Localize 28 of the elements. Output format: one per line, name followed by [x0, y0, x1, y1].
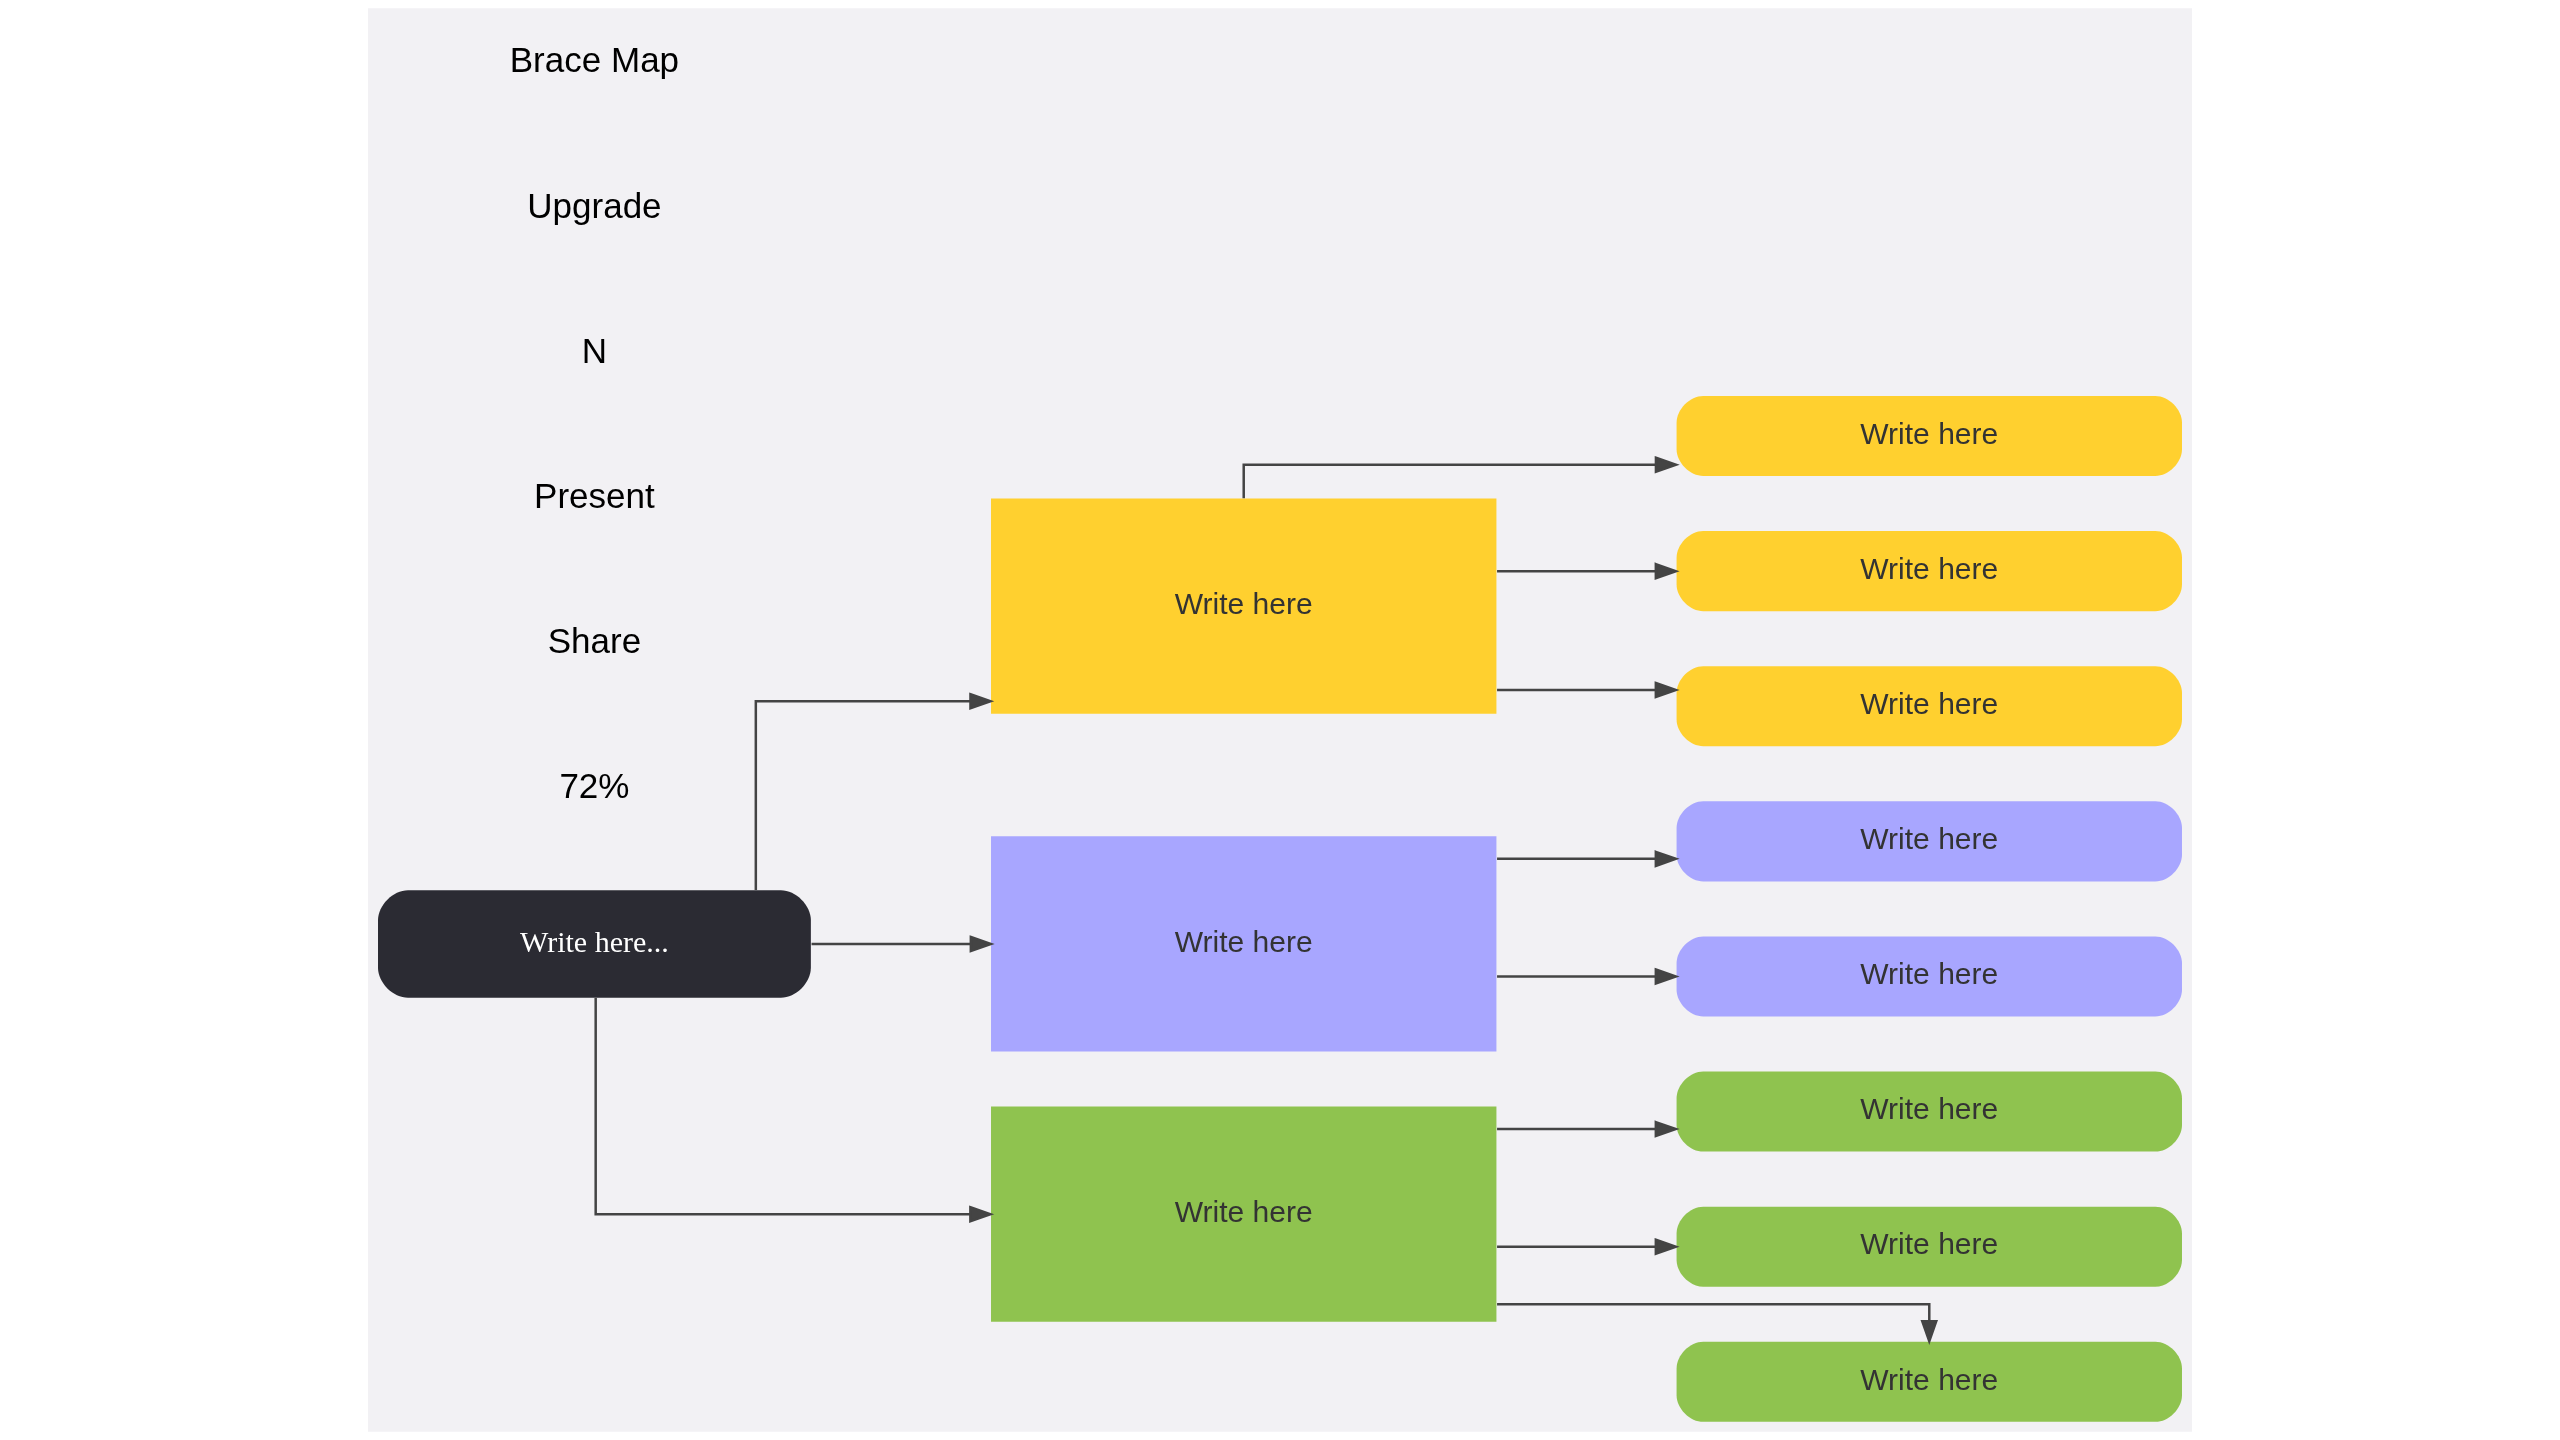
arrow [1497, 1303, 1939, 1345]
label: Brace Map [509, 40, 680, 80]
node-box: Write here [991, 836, 1497, 1052]
node-box: Write here... [378, 890, 811, 998]
node-box: Write here [1676, 531, 2182, 612]
arrow [594, 998, 995, 1223]
arrow [1497, 967, 1680, 986]
node-box: Write here [1676, 936, 2182, 1017]
node-box: Write here [1676, 801, 2182, 882]
arrow [1497, 850, 1680, 868]
label: 72% [559, 766, 630, 806]
label: Share [547, 620, 642, 660]
arrow [1497, 681, 1680, 699]
arrow [811, 935, 995, 953]
label: Present [534, 475, 655, 515]
label: N [581, 330, 608, 370]
arrow [1497, 1120, 1680, 1138]
arrow [754, 692, 995, 891]
arrow [1497, 562, 1680, 580]
node-box: Write here [1676, 1206, 2182, 1287]
node-box: Write here [1676, 1341, 2182, 1422]
node-box: Write here [1676, 666, 2182, 747]
node-box: Write here [991, 1106, 1497, 1322]
arrow [1497, 1237, 1680, 1256]
label: Upgrade [527, 185, 662, 225]
node-box: Write here [1676, 1071, 2182, 1152]
node-box: Write here [1676, 396, 2182, 477]
node-box: Write here [991, 498, 1497, 714]
